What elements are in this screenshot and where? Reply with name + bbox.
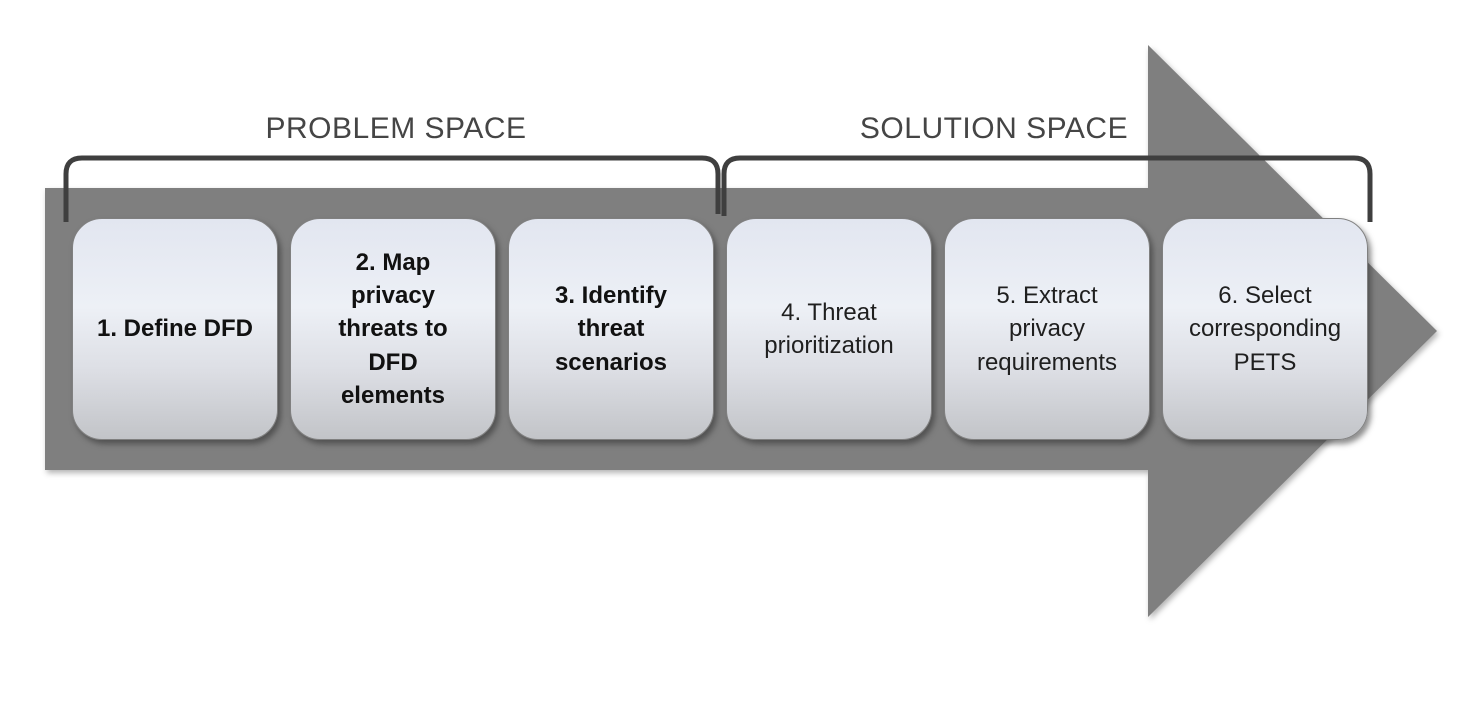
- process-steps-row: 1. Define DFD 2. Map privacy threats to …: [72, 218, 1368, 440]
- step-label: 5. Extract privacy requirements: [976, 282, 1118, 376]
- solution-space-bracket: [721, 155, 1373, 222]
- step-label: 4. Threat prioritization: [764, 298, 894, 359]
- step-box-extract-privacy-requirements: 5. Extract privacy requirements: [944, 218, 1150, 440]
- step-box-define-dfd: 1. Define DFD: [72, 218, 278, 440]
- step-box-map-privacy-threats: 2. Map privacy threats to DFD elements: [290, 218, 496, 440]
- solution-space-label: SOLUTION SPACE: [859, 112, 1129, 145]
- problem-space-bracket: [63, 155, 721, 222]
- step-label: 2. Map privacy threats to DFD elements: [338, 249, 448, 409]
- step-box-select-corresponding-pets: 6. Select corresponding PETS: [1162, 218, 1368, 440]
- step-label: 1. Define DFD: [96, 315, 254, 343]
- step-box-identify-threat-scenarios: 3. Identify threat scenarios: [508, 218, 714, 440]
- step-box-threat-prioritization: 4. Threat prioritization: [726, 218, 932, 440]
- step-label: 3. Identify threat scenarios: [554, 282, 668, 376]
- step-label: 6. Select corresponding PETS: [1188, 282, 1342, 376]
- problem-space-label: PROBLEM SPACE: [265, 112, 527, 145]
